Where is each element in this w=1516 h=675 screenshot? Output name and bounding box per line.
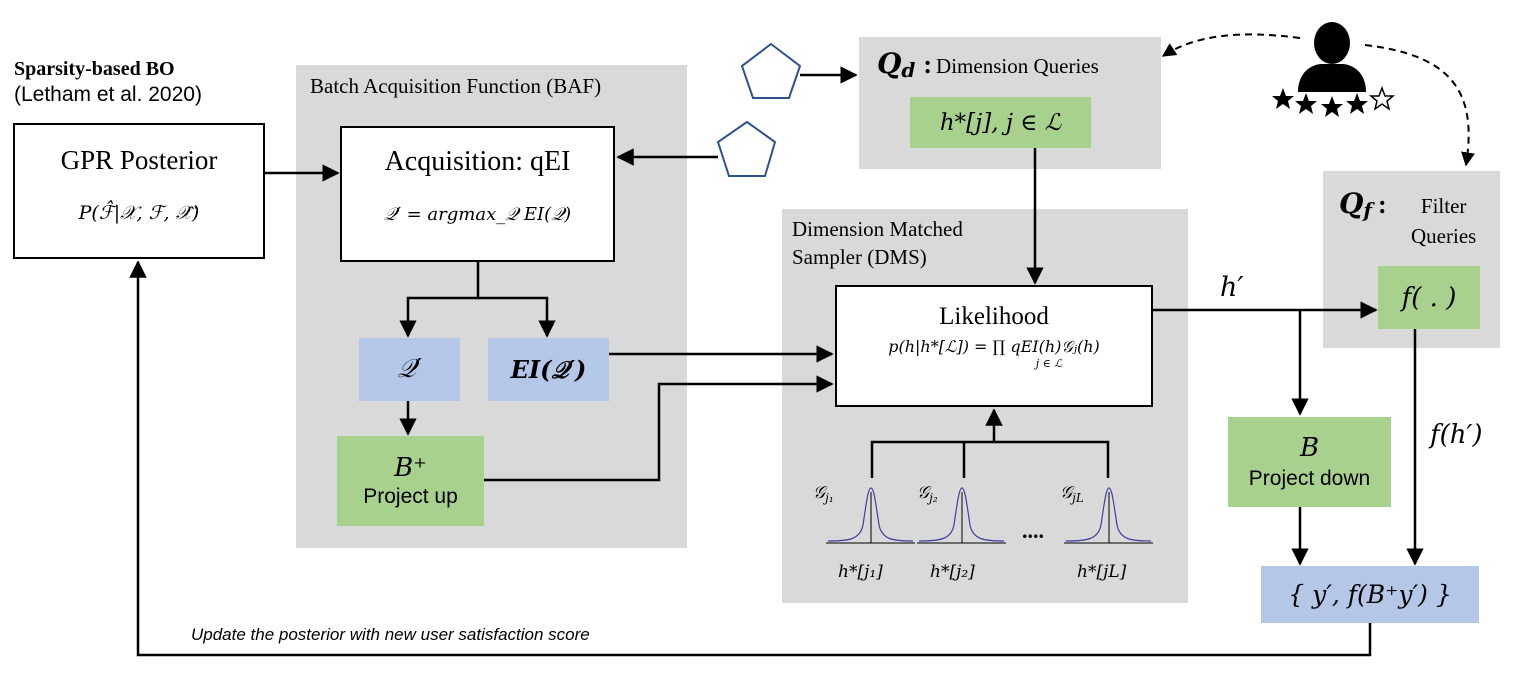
dms-label-line2: Sampler (DMS): [792, 245, 927, 269]
feedback-label: Update the posterior with new user satis…: [191, 625, 590, 644]
qd-symbol: Q: [877, 47, 902, 80]
project-up-box: B⁺ Project up: [337, 436, 484, 526]
baf-label: Batch Acquisition Function (BAF): [310, 74, 602, 98]
title: Sparsity-based BO (Letham et al. 2020): [14, 58, 202, 107]
acquisition-title: Acquisition: qEI: [384, 146, 571, 177]
b-up-symbol: B⁺: [394, 453, 427, 483]
q-input-label: q: [738, 136, 752, 163]
acquisition-box: Acquisition: qEI 𝒬′ = argmax_𝒬 EI(𝒬): [340, 126, 615, 262]
qd-subscript: d: [901, 58, 916, 83]
output-box: { y′, f(B⁺y′) }: [1261, 566, 1479, 623]
gaussian-ellipsis: ....: [1022, 518, 1044, 543]
acquisition-formula: 𝒬′ = argmax_𝒬 EI(𝒬): [383, 204, 572, 225]
qf-label-line1: Filter: [1420, 194, 1467, 218]
gpr-title: GPR Posterior: [60, 145, 218, 175]
l-input-label: ℒ: [762, 58, 781, 88]
q-prime-text: 𝒬′: [397, 354, 422, 384]
rating-stars-icon: [1272, 85, 1396, 117]
q-prime-box: 𝒬′: [359, 338, 460, 401]
qf-content-box: f( . ): [1378, 266, 1480, 329]
gpr-posterior-box: GPR Posterior P(ℱ̂|𝒳, ℱ, 𝒳̂): [13, 123, 265, 259]
gaussian-2-xlabel: h*[j₂]: [930, 562, 975, 582]
dms-label-line1: Dimension Matched: [792, 217, 963, 241]
likelihood-title: Likelihood: [939, 303, 1049, 330]
qf-colon: :: [1378, 190, 1387, 219]
h-prime-label: h′: [1220, 272, 1244, 303]
project-down-label: Project down: [1248, 467, 1371, 490]
gpr-formula: P(ℱ̂|𝒳, ℱ, 𝒳̂): [78, 202, 200, 224]
title-main: Sparsity-based BO: [14, 58, 175, 80]
user-icon: [1298, 22, 1366, 92]
qf-subscript: f: [1363, 198, 1372, 223]
qd-label: Dimension Queries: [936, 54, 1099, 78]
gaussian-1-name: 𝒢j₁: [813, 483, 834, 506]
qd-content-box: h*[j], j ∈ ℒ: [910, 97, 1091, 148]
title-sub: (Letham et al. 2020): [14, 83, 202, 106]
qd-content: h*[j], j ∈ ℒ: [939, 109, 1062, 136]
gaussian-2-name: 𝒢j₂: [917, 483, 938, 506]
likelihood-formula: p(h|h*[ℒ]) = ∏ qEI(h)𝒢ⱼ(h): [888, 337, 1100, 356]
gaussian-3-name: 𝒢jL: [1060, 483, 1084, 506]
qd-colon: :: [923, 50, 933, 79]
qf-label-line2: Queries: [1411, 224, 1477, 248]
ei-q-prime-text: EI(𝒬′): [510, 355, 587, 384]
ei-q-prime-box: EI(𝒬′): [488, 338, 609, 401]
likelihood-sub: j ∈ ℒ: [1035, 357, 1063, 370]
gaussian-1-xlabel: h*[j₁]: [838, 562, 883, 582]
qf-content: f( . ): [1401, 282, 1457, 313]
project-down-box: B Project down: [1228, 417, 1391, 507]
project-up-label: Project up: [363, 485, 458, 508]
output-text: { y′, f(B⁺y′) }: [1288, 580, 1452, 609]
gaussian-3-xlabel: h*[jL]: [1077, 562, 1127, 582]
b-down-symbol: B: [1299, 433, 1320, 463]
qf-symbol: Q: [1339, 187, 1364, 220]
f-h-prime-label: f(h′): [1430, 420, 1483, 450]
likelihood-box: Likelihood p(h|h*[ℒ]) = ∏ qEI(h)𝒢ⱼ(h) j …: [835, 285, 1153, 407]
